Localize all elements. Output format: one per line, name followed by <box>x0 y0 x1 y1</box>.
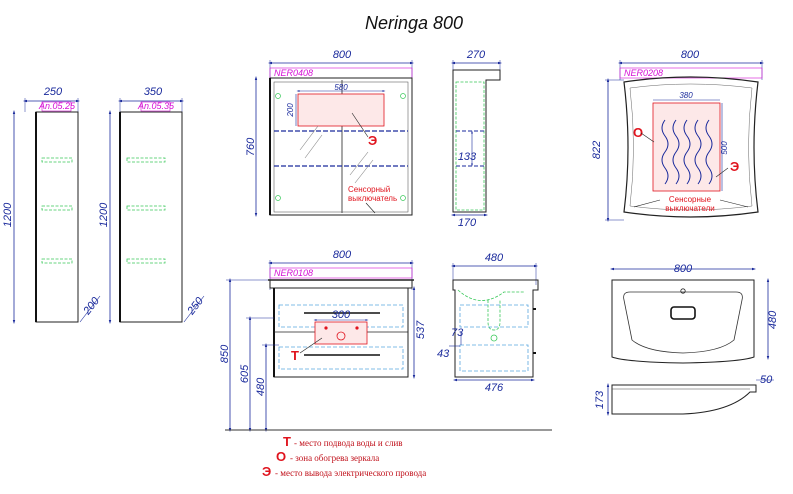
mirror-heater-width: 580 <box>334 83 348 92</box>
legend-text: - место вывода электрического провода <box>275 468 426 478</box>
vanity-total-height: 850 <box>219 344 231 363</box>
basin-depth: 480 <box>767 310 779 329</box>
vanity-side-43: 43 <box>437 348 450 360</box>
vanity-inner-depth: 476 <box>485 382 504 394</box>
mirror-heater-height: 200 <box>286 103 295 118</box>
heated-mirror-heater-mark: О <box>633 125 643 140</box>
vanity-code: NER0108 <box>274 268 313 278</box>
mirror-heater-zone <box>297 93 385 127</box>
vanity-supply-width: 300 <box>332 309 351 321</box>
mirror-code: NER0408 <box>274 68 313 78</box>
mirror-cabinet-side: 270 133 170 <box>451 49 502 229</box>
mirror-depth-bottom: 170 <box>458 217 477 229</box>
column-250-shelves <box>41 157 73 264</box>
legend-item: О - зона обогрева зеркала <box>276 449 379 464</box>
basin-top: 800 480 <box>610 263 779 364</box>
mirror-switch-label-1: Сенсорный <box>348 185 390 194</box>
mirror-width: 800 <box>333 49 352 61</box>
mirror-shelf-height: 133 <box>458 151 477 163</box>
heated-mirror-outlet-mark: Э <box>730 159 739 174</box>
heater-wave-icon <box>661 119 713 185</box>
heated-mirror-heater-width: 380 <box>679 91 693 100</box>
vanity-height: 537 <box>415 320 427 339</box>
legend-text: - место подвода воды и слив <box>294 438 403 448</box>
mirror-heater-mark: Э <box>368 133 377 148</box>
vanity-side: 480 73 43 476 <box>437 252 539 394</box>
legend-text: - зона обогрева зеркала <box>290 453 379 463</box>
vanity-low-height: 480 <box>255 377 267 396</box>
column-350-width: 350 <box>144 86 163 98</box>
column-250-body <box>35 111 79 323</box>
vanity-depth: 480 <box>485 252 504 264</box>
basin-side: 50 173 <box>594 374 774 416</box>
vanity-supply-mark: Т <box>291 348 299 363</box>
legend-item: Т - место подвода воды и слив <box>283 434 403 449</box>
legend: Т - место подвода воды и слив О - зона о… <box>262 434 426 479</box>
heated-mirror: 800 NER0208 380 500 О Э Сенсорные выключ… <box>591 49 764 222</box>
heated-mirror-switch-label-1: Сенсорные <box>669 195 712 204</box>
legend-mark: Э <box>262 464 271 479</box>
column-250-depth: 200 <box>81 295 103 318</box>
column-350-shelves <box>126 157 166 264</box>
column-250-height: 1200 <box>2 202 14 227</box>
mirror-depth-top: 270 <box>466 49 486 61</box>
legend-mark: Т <box>283 434 291 449</box>
heated-mirror-switch-label-2: выключатели <box>665 204 714 213</box>
column-350-depth: 250 <box>185 295 207 318</box>
vanity-mid-height: 605 <box>239 364 251 383</box>
basin-tap-hole <box>680 288 686 294</box>
basin-height: 173 <box>594 390 606 409</box>
mirror-cabinet-front: 800 NER0408 580 200 Э Сенсорный выключат… <box>245 49 414 217</box>
column-250-width: 250 <box>43 86 63 98</box>
vanity-supply-zone <box>314 321 368 345</box>
heated-mirror-width: 800 <box>681 49 700 61</box>
column-250-code: An.05.25 <box>38 101 76 111</box>
vanity-side-73: 73 <box>451 327 464 339</box>
basin-rim: 50 <box>760 374 773 386</box>
column-350-code: An.05.35 <box>137 101 175 111</box>
heated-mirror-heater-height: 500 <box>720 141 729 155</box>
column-350-body <box>119 111 183 323</box>
heated-mirror-height: 822 <box>591 141 603 159</box>
basin-overflow <box>670 306 696 320</box>
vanity-front: 800 NER0108 300 Т 537 850 605 480 <box>219 249 427 432</box>
legend-item: Э - место вывода электрического провода <box>262 464 426 479</box>
basin-outline <box>611 279 755 364</box>
page-title: Neringa 800 <box>365 13 463 33</box>
mirror-switch-label-2: выключатель <box>348 194 397 203</box>
column-350: 350 An.05.35 1200 250 <box>98 86 207 324</box>
legend-mark: О <box>276 449 286 464</box>
column-250: 250 An.05.25 1200 200 <box>2 86 103 324</box>
basin-width: 800 <box>674 263 693 275</box>
column-350-height: 1200 <box>98 202 110 227</box>
mirror-height: 760 <box>245 137 257 156</box>
vanity-width: 800 <box>333 249 352 261</box>
heated-mirror-outline <box>623 76 759 218</box>
heated-mirror-code: NER0208 <box>624 68 663 78</box>
heated-mirror-heater-zone <box>652 102 721 192</box>
